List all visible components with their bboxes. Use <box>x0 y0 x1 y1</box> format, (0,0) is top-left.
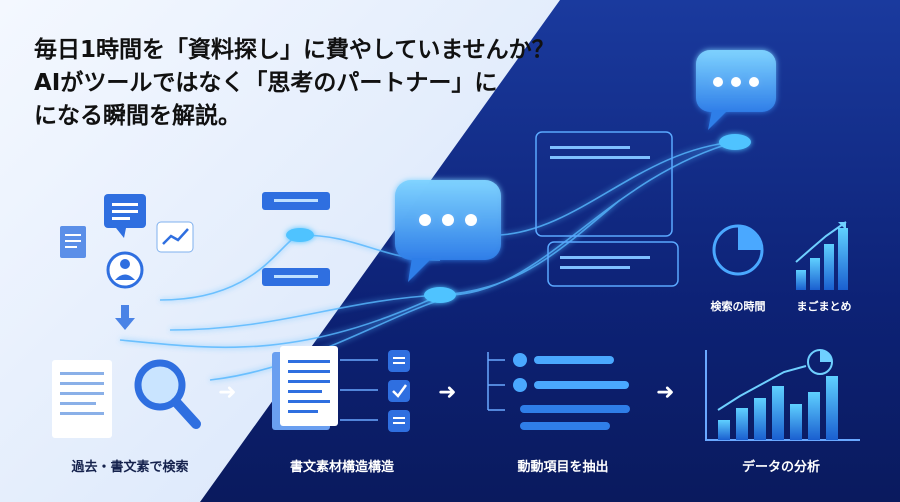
flow-arrow-3: ➜ <box>656 380 675 405</box>
chat-bubble-large-icon <box>395 180 501 282</box>
chat-bubble-top-icon <box>696 50 776 130</box>
headline: 毎日1時間を「資料探し」に費やしていませんか？ AIがツールではなく「思考のパー… <box>34 34 634 133</box>
flow-arrow-1: ➜ <box>218 380 237 405</box>
document-icon <box>60 226 86 258</box>
step-label-2: 書文素材構造構造 <box>289 460 394 475</box>
list-extract-icon <box>487 352 630 430</box>
tooltip-shapes <box>262 192 330 286</box>
trend-bubble-icon <box>156 221 194 253</box>
stat-label-summary: まごまとめ <box>796 300 852 313</box>
step-label-1: 過去・書文素で検索 <box>71 460 189 475</box>
network-nodes <box>286 134 751 303</box>
document-stack-icon <box>272 346 410 432</box>
bar-chart-icon <box>705 349 860 441</box>
down-arrow-icon <box>115 305 135 330</box>
trend-chart-icon <box>795 221 848 290</box>
pie-chart-icon <box>712 224 764 276</box>
text-panel-outline <box>535 131 679 287</box>
headline-line-1: 毎日1時間を「資料探し」に費やしていませんか？ <box>34 37 555 63</box>
headline-line-2: AIがツールではなく「思考のパートナー」に <box>34 70 498 96</box>
connection-lines <box>119 141 736 381</box>
user-avatar-icon <box>106 251 144 289</box>
chat-icon <box>104 194 146 238</box>
flow-arrow-2: ➜ <box>438 380 457 405</box>
stat-label-search-time: 検索の時間 <box>710 300 766 313</box>
step-label-4: データの分析 <box>741 460 820 475</box>
magnifier-document-icon <box>52 359 201 438</box>
text-panel-lines <box>550 146 650 269</box>
step-label-3: 動動項目を抽出 <box>517 460 609 475</box>
headline-line-3: になる瞬間を解説。 <box>34 103 241 129</box>
